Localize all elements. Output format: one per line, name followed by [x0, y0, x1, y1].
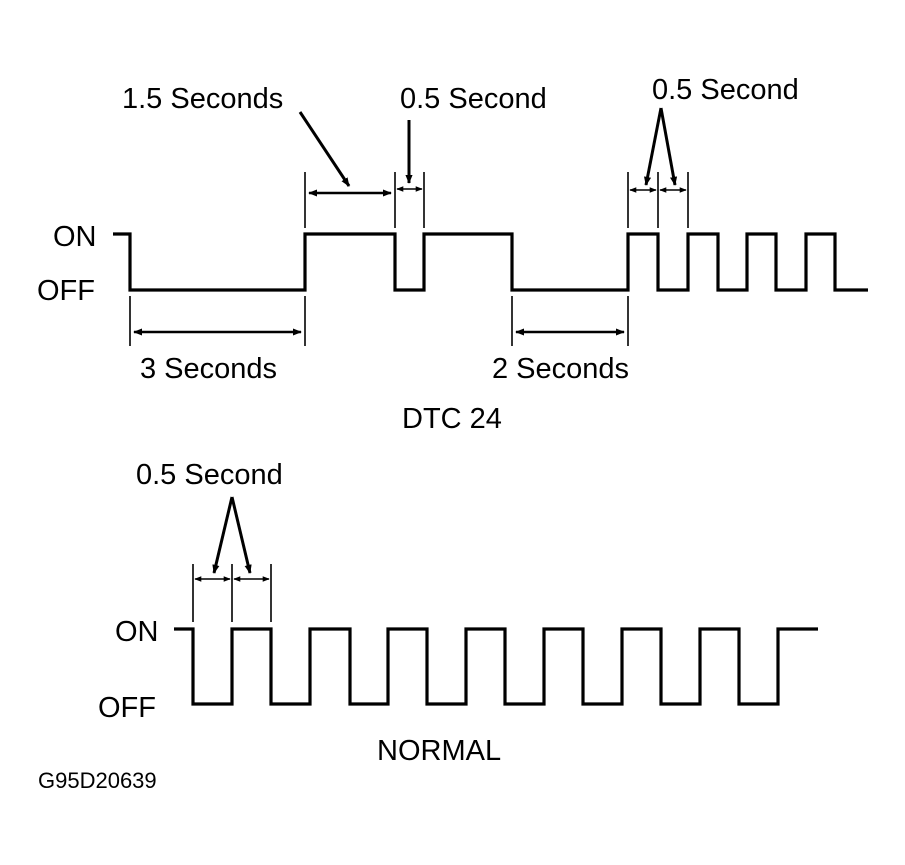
normal-section: 0.5 Second ON OFF NORMAL — [98, 459, 818, 767]
label-1-5-seconds: 1.5 Seconds — [122, 83, 283, 115]
label-0-5-second-normal: 0.5 Second — [136, 459, 283, 491]
label-0-5-second-b: 0.5 Second — [652, 74, 799, 106]
dtc24-waveform — [113, 232, 868, 292]
pointer-normal-right — [230, 496, 252, 574]
label-2-seconds: 2 Seconds — [492, 353, 629, 385]
pointer-0-5-second-b-right — [659, 107, 678, 186]
label-off-dtc: OFF — [37, 275, 95, 307]
label-off-normal: OFF — [98, 692, 156, 724]
figure-code: G95D20639 — [38, 768, 157, 793]
normal-waveform — [174, 627, 818, 706]
pointer-0-5-second-b-left — [644, 107, 663, 186]
label-on-dtc: ON — [53, 221, 97, 253]
label-0-5-second-a: 0.5 Second — [400, 83, 547, 115]
label-on-normal: ON — [115, 616, 159, 648]
pointer-normal-left — [212, 496, 234, 574]
normal-extension-lines — [192, 564, 272, 622]
dtc24-section: 1.5 Seconds 0.5 Second 0.5 Second ON OFF… — [37, 74, 868, 435]
normal-title: NORMAL — [377, 735, 501, 767]
dtc-24-title: DTC 24 — [402, 403, 502, 435]
dtc24-extension-lines — [129, 172, 689, 346]
label-3-seconds: 3 Seconds — [140, 353, 277, 385]
pointer-1-5-seconds — [298, 111, 351, 187]
